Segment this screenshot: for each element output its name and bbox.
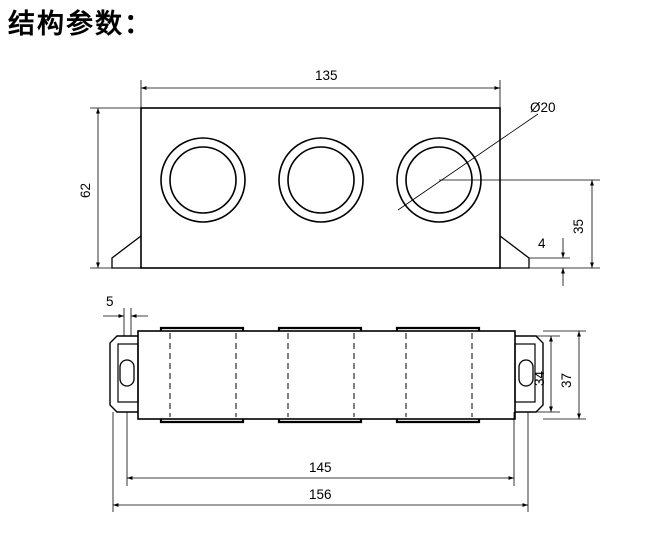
dim-62-label: 62 [78, 183, 93, 198]
page-title: 结构参数： [8, 9, 153, 40]
boss-1-top [159, 326, 245, 331]
hole-2 [278, 137, 364, 223]
boss-2-bottom [277, 419, 363, 424]
dim-156-label: 156 [309, 487, 332, 502]
boss-3-top [395, 326, 481, 331]
hole-1 [160, 137, 246, 223]
dim-4-label: 4 [538, 236, 546, 251]
dim-diameter-label: Ø20 [530, 100, 556, 115]
dim-34-label: 34 [532, 370, 547, 386]
boss-1-bottom [159, 419, 245, 424]
top-body [137, 330, 516, 420]
dim-leader-diameter [397, 113, 539, 211]
front-view [111, 107, 530, 269]
boss-2-top [277, 326, 363, 331]
dim-35-label: 35 [571, 219, 586, 234]
dim-135-label: 135 [315, 68, 338, 83]
dim-5-label: 5 [106, 294, 114, 309]
left-foot [111, 235, 142, 269]
left-clip [109, 335, 139, 413]
hidden-lines [169, 333, 473, 417]
top-view [109, 326, 544, 424]
dim-145-label: 145 [309, 460, 332, 475]
boss-3-bottom [395, 419, 481, 424]
front-body [140, 107, 501, 269]
dim-37-label: 37 [559, 373, 574, 388]
right-foot [499, 235, 530, 269]
